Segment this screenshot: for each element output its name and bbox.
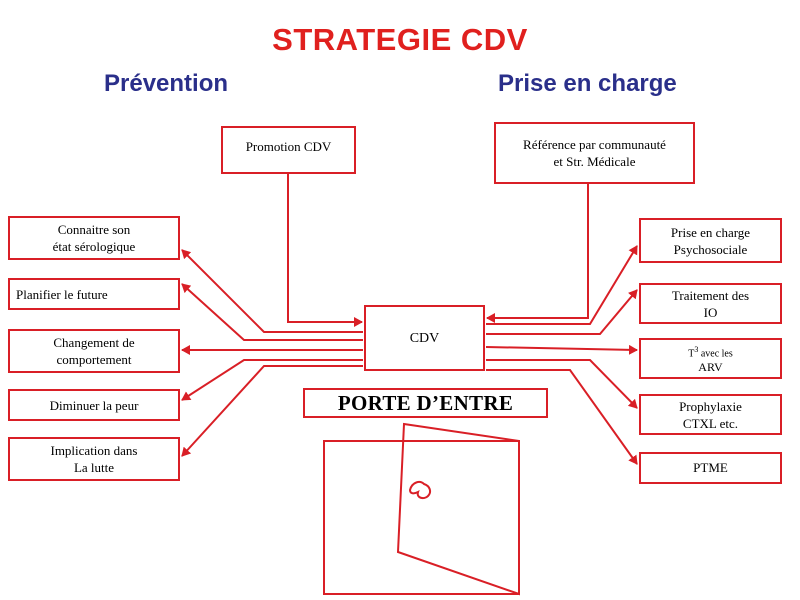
box-implication-line1: Implication dans xyxy=(50,443,138,458)
arrow-cdv-to-ptme xyxy=(486,369,638,465)
box-psychosociale-line1: Prise en charge xyxy=(670,224,751,240)
box-traitement-line1: Traitement des xyxy=(671,287,750,303)
box-prophylaxie-line2: CTXL etc. xyxy=(682,415,739,431)
heading-prevention: Prévention xyxy=(104,70,229,97)
arrow-cdv-to-diminuer xyxy=(181,359,363,401)
box-promotion-cdv-label: Promotion CDV xyxy=(245,139,332,154)
diagram-title: STRATEGIE CDV xyxy=(272,22,528,57)
arrow-cdv-to-traitement xyxy=(486,289,638,335)
box-psychosociale: Prise en charge Psychosociale xyxy=(639,218,782,263)
box-psychosociale-line2: Psychosociale xyxy=(673,241,748,257)
arrow-cdv-to-planifier xyxy=(181,283,363,341)
box-ptme: PTME xyxy=(639,452,782,484)
arrow-reference-to-cdv xyxy=(486,184,589,323)
box-changement-line2: comportement xyxy=(56,352,132,367)
box-changement: Changement de comportement xyxy=(8,329,180,373)
box-traitement-io: Traitement des IO xyxy=(639,283,782,324)
box-arv-sup: 3 xyxy=(694,345,699,355)
box-arv-line2: ARV xyxy=(698,359,723,374)
box-ptme-label: PTME xyxy=(693,460,728,475)
box-prophylaxie: Prophylaxie CTXL etc. xyxy=(639,394,782,435)
box-connaitre-line1: Connaitre son xyxy=(57,222,131,237)
box-cdv: CDV xyxy=(364,305,485,371)
arrow-cdv-to-arv xyxy=(485,344,638,355)
arrow-cdv-to-connaitre xyxy=(181,249,363,333)
box-connaitre-line2: état sérologique xyxy=(52,239,136,254)
box-connaitre: Connaitre son état sérologique xyxy=(8,216,180,260)
box-cdv-label: CDV xyxy=(409,330,440,346)
box-promotion-cdv: Promotion CDV xyxy=(221,126,356,174)
box-arv: T3 avec les ARV xyxy=(639,338,782,379)
box-diminuer-label: Diminuer la peur xyxy=(49,397,139,413)
box-implication-line2: La lutte xyxy=(73,460,115,475)
box-implication: Implication dans La lutte xyxy=(8,437,180,481)
box-reference-line2: et Str. Médicale xyxy=(553,154,636,169)
arrow-promotion-to-cdv xyxy=(287,174,363,327)
arrow-cdv-to-prophylaxie xyxy=(486,359,638,409)
box-reference-line1: Référence par communauté xyxy=(523,137,666,152)
heading-prise-en-charge: Prise en charge xyxy=(498,70,677,97)
open-door-icon xyxy=(323,422,520,596)
arrow-cdv-to-psychosociale xyxy=(486,245,638,325)
box-arv-avec: avec les xyxy=(698,348,733,360)
porte-entre-label: PORTE D’ENTRE xyxy=(303,388,548,418)
box-reference: Référence par communauté et Str. Médical… xyxy=(494,122,695,184)
box-diminuer: Diminuer la peur xyxy=(8,389,180,421)
box-changement-line1: Changement de xyxy=(53,335,135,350)
box-planifier-label: Planifier le future xyxy=(16,286,108,302)
box-traitement-line2: IO xyxy=(703,304,718,320)
arrow-cdv-to-implication xyxy=(181,365,363,457)
box-prophylaxie-line1: Prophylaxie xyxy=(679,398,742,414)
box-planifier: Planifier le future xyxy=(8,278,180,310)
box-arv-t: T xyxy=(688,348,695,360)
